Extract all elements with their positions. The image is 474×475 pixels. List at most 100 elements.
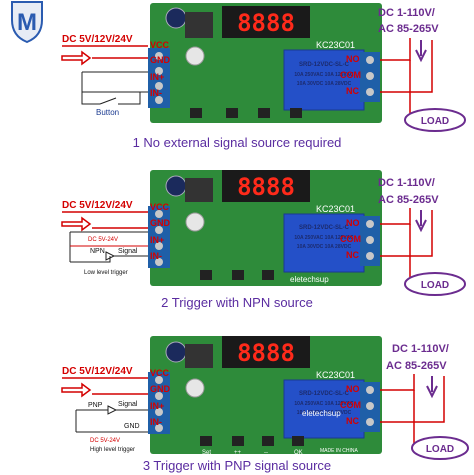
pin-vcc: VCC — [150, 368, 170, 378]
arrow-icon — [61, 216, 92, 232]
relay-pin-no: NO — [346, 54, 360, 64]
pin-in-plus: IN+ — [150, 401, 164, 411]
switch-icon — [99, 97, 117, 105]
display-digits: 8888 — [237, 9, 295, 37]
relay — [283, 49, 365, 111]
relay-pin-com: COM — [340, 400, 361, 410]
display-digits: 8888 — [237, 173, 295, 201]
pin-gnd: GND — [150, 384, 171, 394]
load-supply-1: DC 1-110V/ — [392, 343, 449, 355]
plus-button — [226, 108, 238, 118]
minus-button — [258, 108, 270, 118]
arrow-icon — [61, 50, 92, 66]
relay-model: SRD-12VDC-SL-C — [299, 225, 350, 231]
pin-in-plus: IN+ — [150, 72, 164, 82]
signal-label: Signal — [118, 401, 138, 408]
seven-segment-display — [222, 170, 310, 202]
down-arrow-icon — [415, 40, 427, 63]
npn-label: NPN — [90, 248, 105, 255]
relay-model: SRD-12VDC-SL-C — [299, 391, 350, 397]
supply-label: DC 5V/12V/24V — [62, 200, 133, 211]
label-set: Set — [202, 450, 211, 456]
pin-vcc: VCC — [150, 40, 170, 50]
level-label: High level trigger — [90, 447, 135, 453]
supply-label: DC 5V/12V/24V — [62, 366, 133, 377]
pin-in-plus: IN+ — [150, 235, 164, 245]
seven-segment-display — [222, 6, 310, 38]
load-label: LOAD — [421, 280, 449, 291]
load-supply-2: AC 85-265V — [378, 23, 439, 35]
relay-pin-no: NO — [346, 218, 360, 228]
made-in: MADE IN CHINA — [310, 287, 348, 293]
label-ok: OK — [292, 123, 302, 130]
button-label: Button — [96, 108, 119, 117]
relay-rating-2: 10A 30VDC 10A 28VDC — [297, 244, 352, 250]
relay-pin-com: COM — [340, 70, 361, 80]
relay-pin-nc: NC — [346, 250, 359, 260]
brand: eletechsup — [290, 275, 329, 284]
load-ellipse — [404, 272, 466, 296]
supply-label: DC 5V/12V/24V — [62, 34, 133, 45]
board-model: KC23C01 — [316, 370, 355, 380]
brand: eletechsup — [302, 409, 341, 418]
load-label: LOAD — [421, 116, 449, 127]
panel-2: 8888 KC23C01 SRD-12VDC-SL-C 10A 250VAC 1… — [61, 170, 466, 310]
gnd-label: GND — [124, 423, 140, 430]
pin-gnd: GND — [150, 55, 171, 65]
relay-pin-com: COM — [340, 234, 361, 244]
relay-pin-nc: NC — [346, 416, 359, 426]
load-supply-2: AC 85-265V — [378, 194, 439, 206]
input-terminal — [148, 372, 170, 434]
seven-segment-display — [222, 336, 310, 368]
signal-label: Signal — [118, 248, 138, 255]
pin-in-minus: IN- — [150, 417, 162, 427]
input-terminal — [148, 206, 170, 268]
diode-icon — [107, 405, 118, 415]
voltage-label: DC 5V-24V — [88, 237, 118, 243]
m-shield-logo: M — [11, 1, 43, 44]
caption-3: 3 Trigger with PNP signal source — [143, 458, 331, 473]
ok-button — [290, 108, 302, 118]
relay-rating-1: 10A 250VAC 10A 125VAC — [294, 235, 354, 241]
pnp-label: PNP — [88, 402, 103, 409]
pin-gnd: GND — [150, 218, 171, 228]
set-button — [190, 108, 202, 118]
logo-letter: M — [17, 9, 37, 36]
load-ellipse — [411, 436, 469, 460]
load-supply-1: DC 1-110V/ — [378, 7, 435, 19]
label-set: Set — [192, 123, 203, 130]
down-arrow-icon — [415, 210, 427, 233]
down-arrow-icon — [426, 376, 438, 399]
voltage-regulator — [185, 12, 213, 38]
relay-rating-2: 10A 30VDC 10A 28VDC — [297, 81, 352, 87]
load-supply-1: DC 1-110V/ — [378, 177, 435, 189]
relay — [283, 213, 365, 273]
input-terminal — [148, 48, 170, 108]
pin-vcc: VCC — [150, 202, 170, 212]
level-label: Low level trigger — [84, 270, 128, 276]
made-in: MADE IN CHINA — [320, 448, 358, 454]
board-model: KC23C01 — [316, 40, 355, 50]
relay-pin-nc: NC — [346, 86, 359, 96]
made-in: MADE IN CHINA — [312, 126, 350, 132]
relay-rating-1: 10A 250VAC 10A 125VAC — [294, 72, 354, 78]
pin-in-minus: IN- — [150, 251, 162, 261]
label-minus: -- — [260, 123, 265, 130]
arrow-icon — [61, 382, 92, 398]
capacitor — [165, 7, 187, 29]
label-minus: -- — [264, 450, 268, 456]
load-label: LOAD — [426, 444, 454, 455]
label-plus: ++ — [228, 123, 236, 130]
relay-rating-1: 10A 250VAC 10A 125VAC — [294, 401, 354, 407]
panel-1: 8888 KC23C01 SRD-12VDC-SL-C 10A 250VAC 1… — [61, 3, 466, 150]
panel-3: 8888 KC23C01 SRD-12VDC-SL-C 10A 250VAC 1… — [61, 336, 469, 473]
diode-icon — [105, 251, 116, 261]
label-plus: ++ — [234, 450, 242, 456]
caption-1: 1 No external signal source required — [133, 135, 342, 150]
relay-model: SRD-12VDC-SL-C — [299, 62, 350, 68]
voltage-label: DC 5V-24V — [90, 438, 120, 444]
relay-pin-no: NO — [346, 384, 360, 394]
label-ok: OK — [294, 450, 303, 456]
load-ellipse — [404, 108, 466, 132]
